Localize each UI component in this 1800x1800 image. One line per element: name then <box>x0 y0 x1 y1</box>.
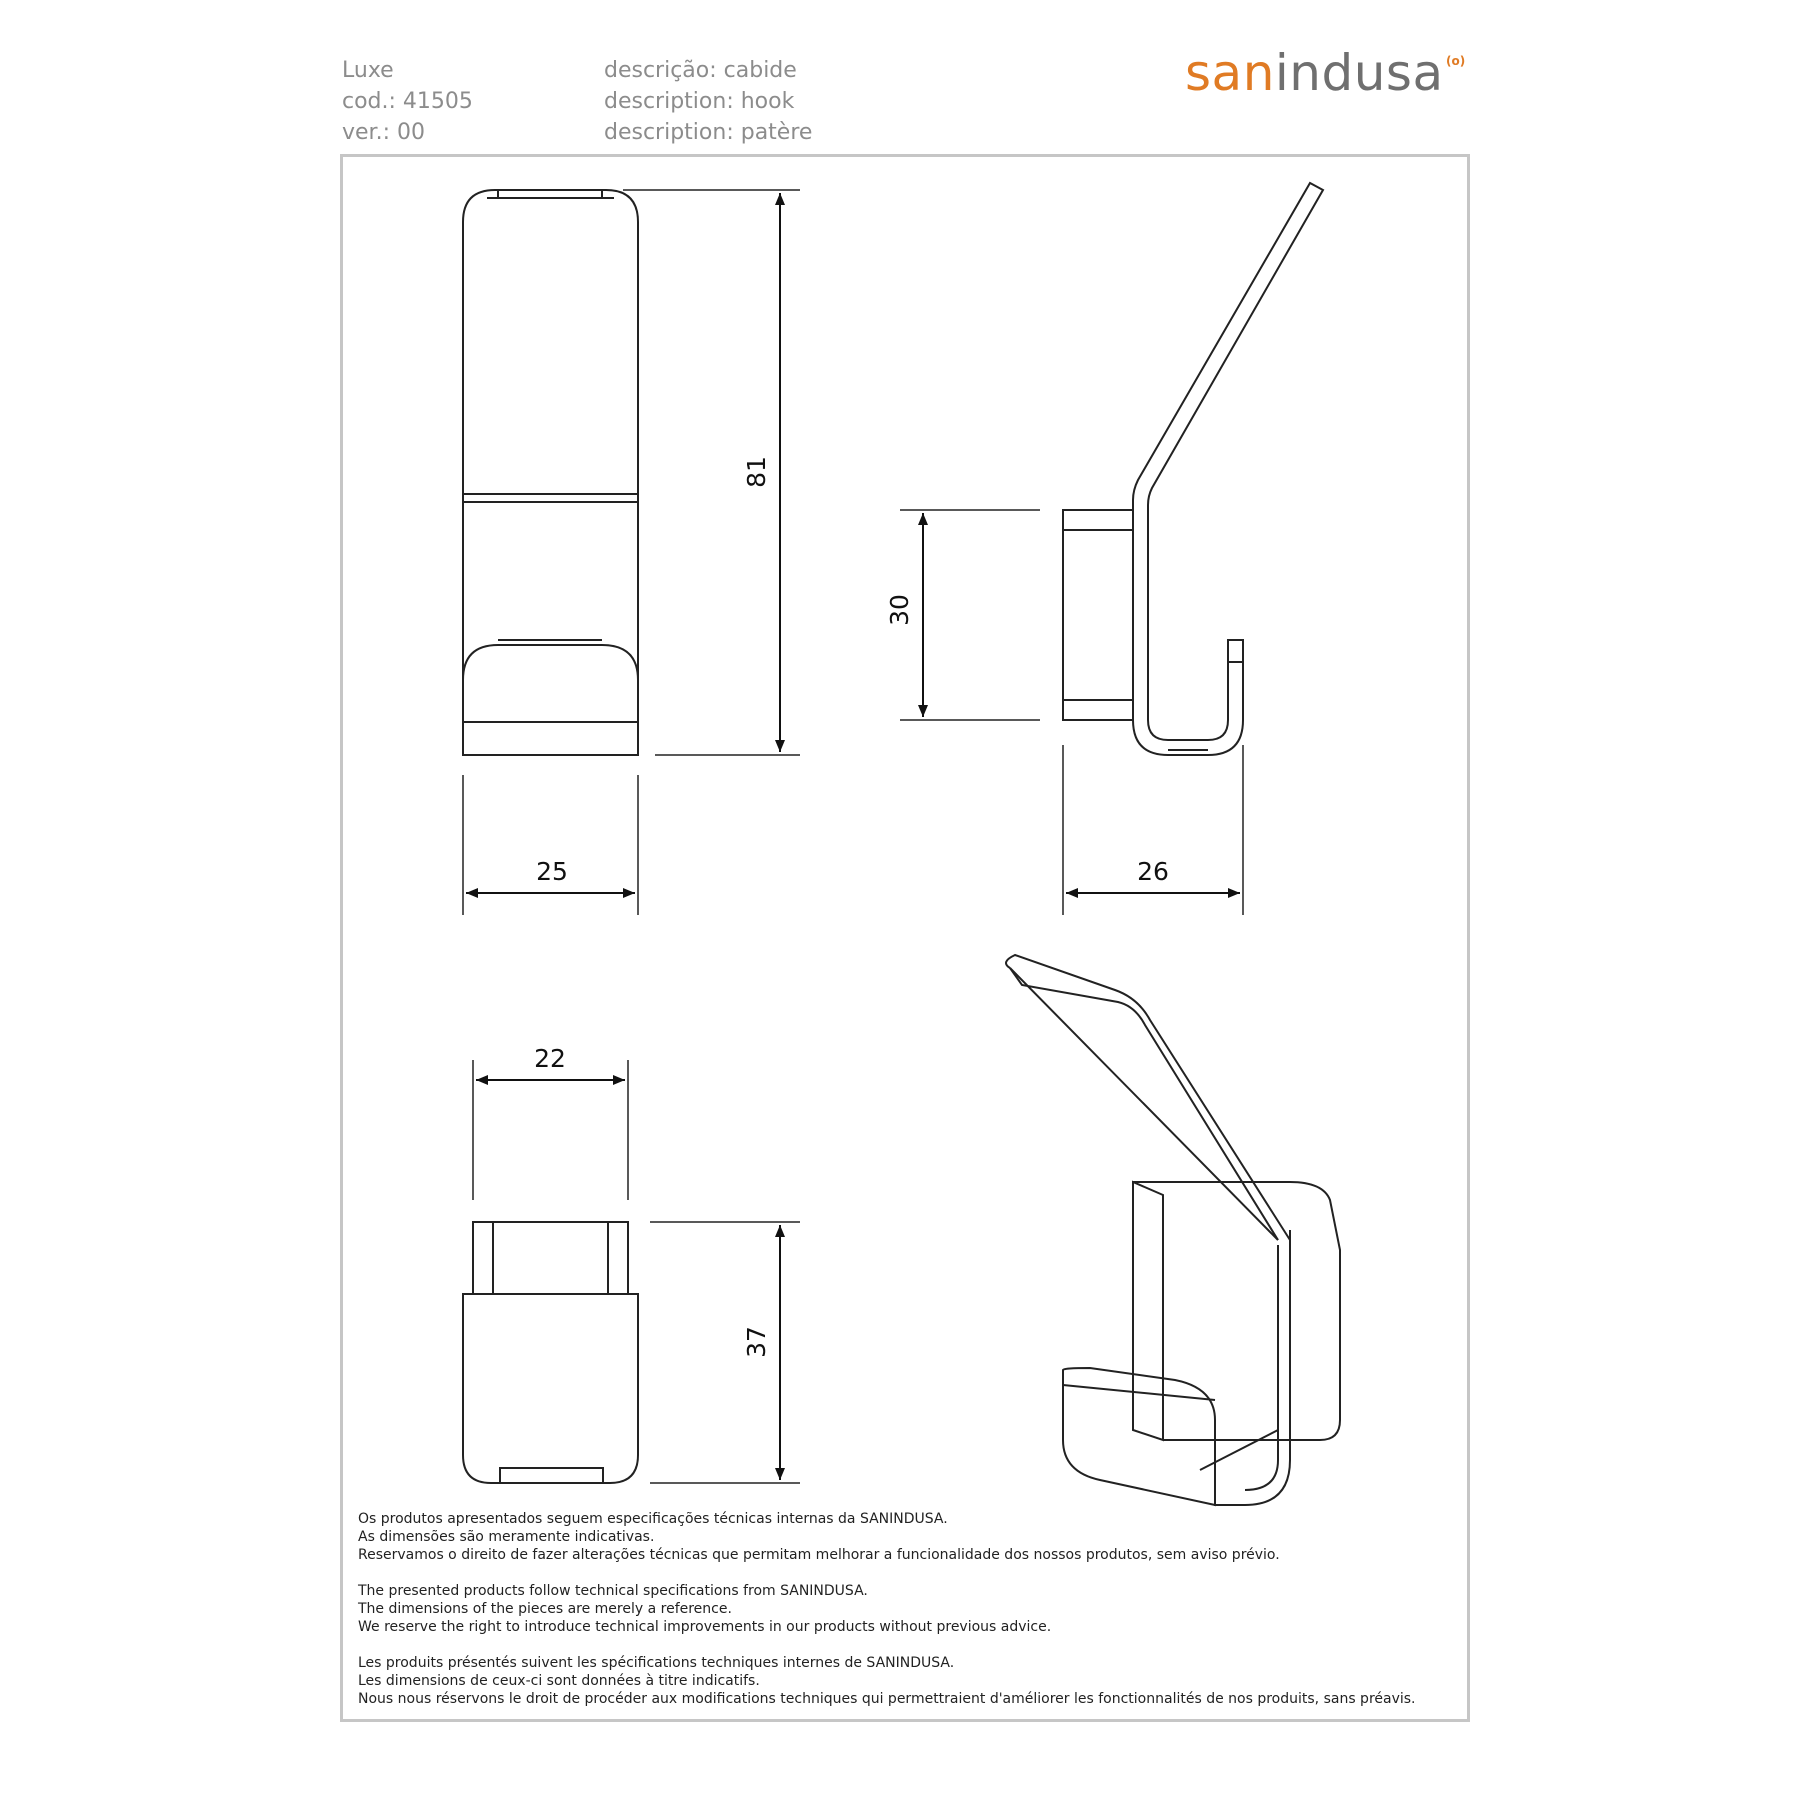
logo-text-indusa: indusa <box>1274 44 1444 102</box>
front-height-dimension <box>623 189 800 756</box>
brand-logo: sanindusa <box>1185 38 1444 108</box>
product-info: Luxe cod.: 41505 ver.: 00 <box>342 55 473 148</box>
note-line: Os produtos apresentados seguem especifi… <box>358 1511 948 1527</box>
side-height-label: 30 <box>885 594 914 626</box>
front-view <box>462 189 639 756</box>
product-version: ver.: 00 <box>342 120 425 145</box>
side-height-dimension <box>900 509 1040 721</box>
brand-mark-icon: (o) <box>1446 54 1466 68</box>
note-line: Les produits présentés suivent les spéci… <box>358 1655 955 1671</box>
description-pt: descrição: cabide <box>604 58 797 83</box>
product-code: cod.: 41505 <box>342 89 473 114</box>
notes-en: The presented products follow technical … <box>358 1582 1448 1636</box>
drawing-frame <box>340 154 1470 1722</box>
note-line: Nous nous réservons le droit de procéder… <box>358 1691 1416 1707</box>
disclaimer-notes: Os produtos apresentados seguem especifi… <box>358 1510 1448 1726</box>
notes-pt: Os produtos apresentados seguem especifi… <box>358 1510 1448 1564</box>
note-line: As dimensões são meramente indicativas. <box>358 1529 655 1545</box>
note-line: We reserve the right to introduce techni… <box>358 1619 1052 1635</box>
side-depth-label: 26 <box>1137 857 1169 886</box>
note-line: Reservamos o direito de fazer alterações… <box>358 1547 1280 1563</box>
front-width-dimension <box>462 775 639 915</box>
note-line: The dimensions of the pieces are merely … <box>358 1601 732 1617</box>
collection-name: Luxe <box>342 58 394 83</box>
product-descriptions: descrição: cabide description: hook desc… <box>604 55 812 148</box>
isometric-view <box>1005 953 1341 1507</box>
description-fr: description: patère <box>604 120 813 145</box>
logo-text-san: san <box>1185 44 1275 102</box>
top-width-label: 22 <box>534 1044 566 1073</box>
front-height-label: 81 <box>742 456 771 488</box>
top-width-dimension <box>472 1060 629 1200</box>
notes-fr: Les produits présentés suivent les spéci… <box>358 1654 1448 1708</box>
note-line: The presented products follow technical … <box>358 1583 868 1599</box>
description-en: description: hook <box>604 89 795 114</box>
top-view <box>462 1221 639 1484</box>
front-width-label: 25 <box>536 857 568 886</box>
side-depth-dimension <box>1062 745 1244 915</box>
side-view <box>1062 181 1325 756</box>
top-depth-dimension <box>650 1221 800 1484</box>
note-line: Les dimensions de ceux-ci sont données à… <box>358 1673 760 1689</box>
top-depth-label: 37 <box>742 1326 771 1358</box>
